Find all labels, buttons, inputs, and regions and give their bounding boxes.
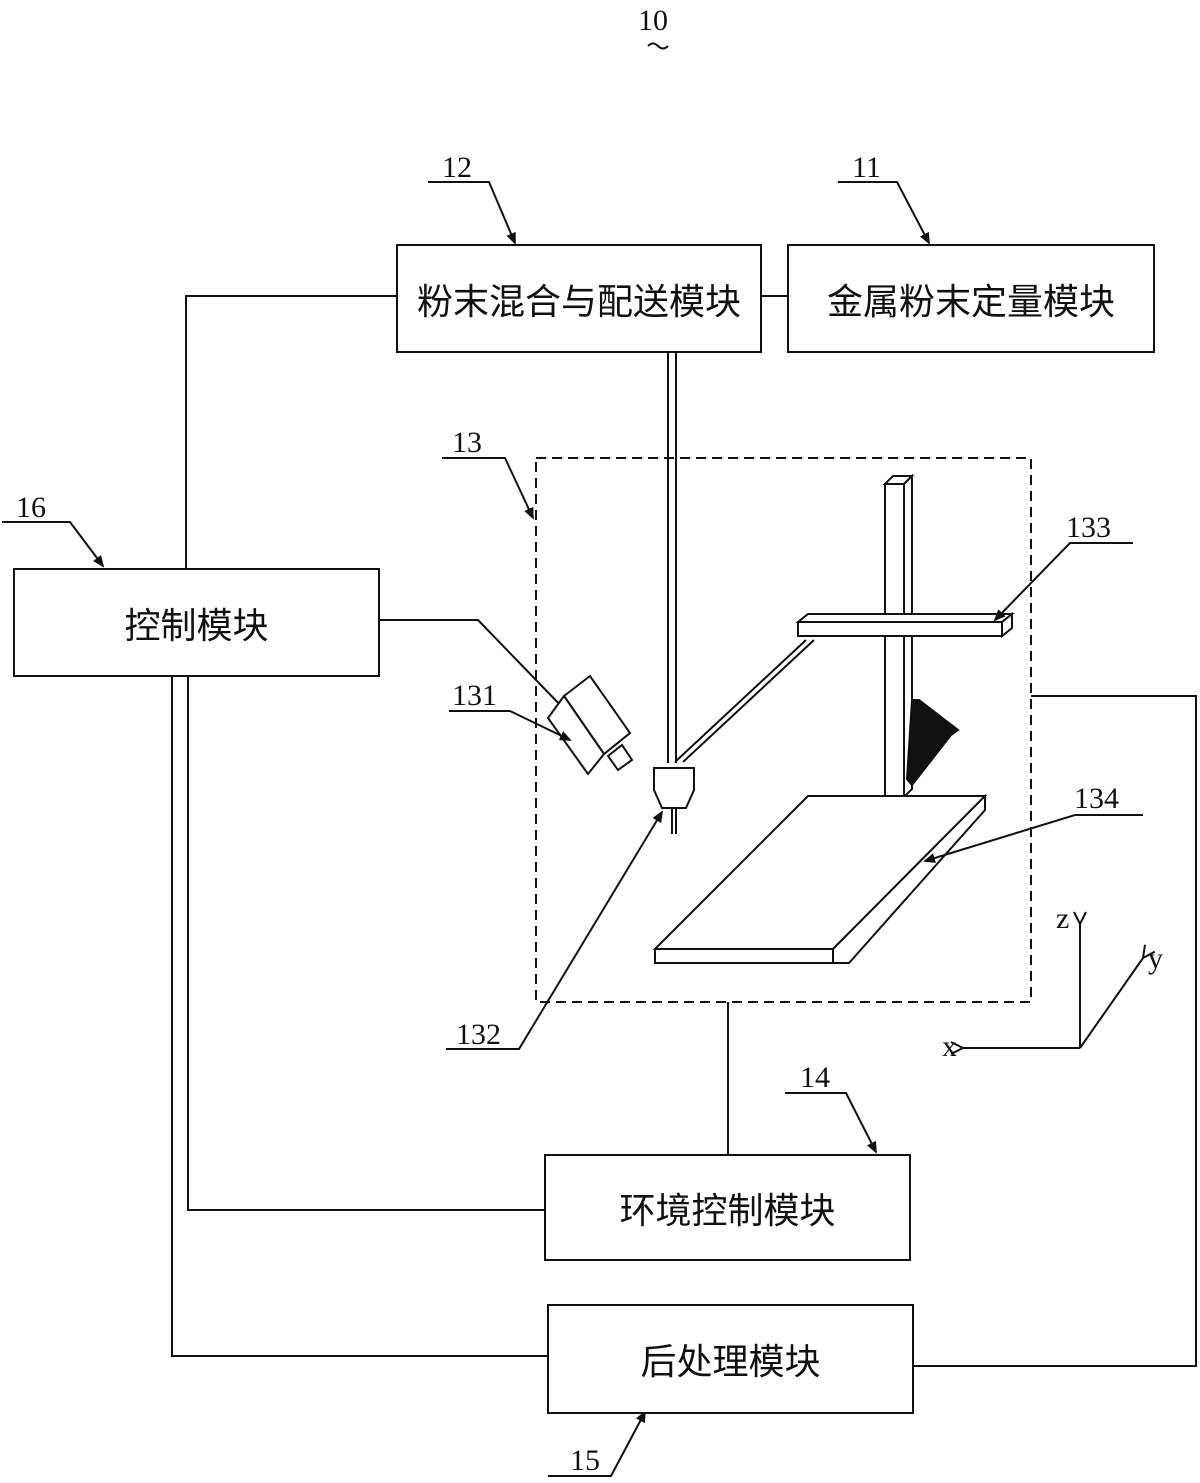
axis-y-label: y bbox=[1148, 942, 1163, 975]
gantry-arm bbox=[797, 621, 1003, 637]
line-control-to-powder-mix bbox=[185, 295, 397, 568]
powder-feed-tube bbox=[667, 352, 677, 763]
reference-leaders bbox=[2, 181, 1143, 1477]
environment-module: 环境控制模块 bbox=[544, 1154, 911, 1261]
coordinate-axes bbox=[963, 924, 1143, 1048]
powder-mix-module: 粉末混合与配送模块 bbox=[396, 244, 762, 353]
powder-mix-module-label: 粉末混合与配送模块 bbox=[416, 281, 741, 323]
ref-printing: 13 bbox=[452, 426, 482, 459]
ref-post-processing: 15 bbox=[570, 1444, 600, 1477]
build-plate bbox=[652, 793, 988, 964]
ref-gantry-arm: 133 bbox=[1066, 511, 1111, 544]
connection-lines bbox=[171, 295, 1197, 1367]
line-control-to-camera bbox=[380, 619, 568, 713]
figure-ref-tilde bbox=[647, 42, 669, 50]
post-processing-module-label: 后处理模块 bbox=[640, 1342, 821, 1383]
metal-dosing-module: 金属粉末定量模块 bbox=[787, 244, 1155, 353]
axis-z-label: z bbox=[1056, 902, 1070, 935]
line-control-to-post-processing bbox=[171, 677, 548, 1357]
gantry-column bbox=[884, 483, 905, 798]
gantry bbox=[674, 473, 1015, 800]
figure-ref: 10 bbox=[638, 4, 668, 37]
post-processing-module: 后处理模块 bbox=[547, 1304, 914, 1414]
ref-build-plate: 134 bbox=[1074, 782, 1119, 815]
printing-module-boundary bbox=[535, 457, 1032, 1003]
line-control-to-environment bbox=[187, 677, 545, 1211]
environment-module-label: 环境控制模块 bbox=[619, 1190, 836, 1232]
metal-dosing-module-label: 金属粉末定量模块 bbox=[826, 281, 1115, 323]
ref-camera: 131 bbox=[452, 679, 497, 712]
camera bbox=[546, 674, 634, 776]
ref-metal-dosing: 11 bbox=[852, 151, 881, 184]
nozzle bbox=[653, 767, 695, 834]
ref-nozzle: 132 bbox=[456, 1018, 501, 1051]
line-printing-to-post-processing bbox=[914, 695, 1197, 1367]
axis-x-label: x bbox=[942, 1030, 957, 1063]
control-module: 控制模块 bbox=[13, 568, 380, 677]
axis-y-line bbox=[1079, 958, 1143, 1049]
ref-environment: 14 bbox=[800, 1061, 830, 1094]
ref-powder-mix: 12 bbox=[442, 151, 472, 184]
control-module-label: 控制模块 bbox=[124, 605, 269, 647]
ref-control: 16 bbox=[16, 491, 46, 524]
